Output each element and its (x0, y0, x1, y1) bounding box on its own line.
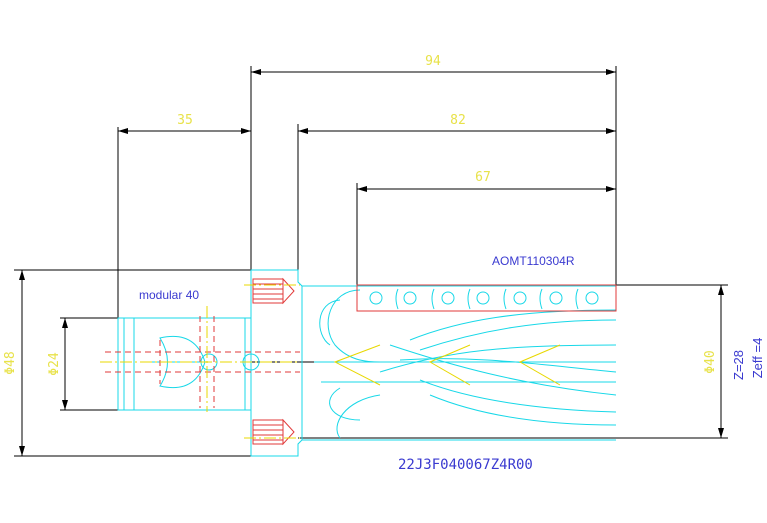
insert-hole-icon (585, 291, 599, 305)
insert-hole-icon (369, 291, 383, 305)
dim-35: 35 (177, 113, 193, 128)
teeth-label: Z=28 (731, 350, 746, 380)
dimension-arrows (19, 69, 724, 456)
flute-1 (409, 309, 617, 341)
insert-hole-icon (476, 291, 490, 305)
insert-hole-icon (513, 291, 527, 305)
dim-82: 82 (450, 113, 466, 128)
insert-label: AOMT110304R (492, 254, 575, 268)
screw-icon (252, 277, 295, 305)
dimension-texts: 94 35 82 67 Φ48 Φ24 Φ40 (3, 54, 718, 376)
dim-48: Φ48 (3, 351, 18, 374)
insert-hole-icon (441, 291, 455, 305)
dim-94: 94 (425, 54, 441, 69)
screw-icon (252, 418, 295, 446)
dim-67: 67 (475, 170, 491, 185)
dim-40: Φ40 (703, 350, 718, 373)
dimension-lines (14, 66, 728, 457)
dim-24: Φ24 (47, 352, 62, 376)
insert-strip (356, 284, 617, 312)
flute-3 (419, 379, 617, 413)
insert-hole-icon (403, 291, 417, 305)
shank-detail (100, 284, 300, 439)
gullet-top (327, 289, 381, 363)
connection-label: modular 40 (139, 288, 199, 302)
insert-row (356, 284, 617, 312)
tool-outline (117, 269, 617, 457)
gullet-bottom (329, 387, 361, 421)
annotation-labels: AOMT110304R modular 40 22J3F040067Z4R00 … (139, 254, 765, 473)
helix-guides (333, 344, 561, 386)
effective-teeth-label: Zeff =4 (750, 338, 765, 379)
insert-hole-icon (549, 291, 563, 305)
part-number: 22J3F040067Z4R00 (398, 457, 533, 473)
shank-body (117, 317, 252, 411)
